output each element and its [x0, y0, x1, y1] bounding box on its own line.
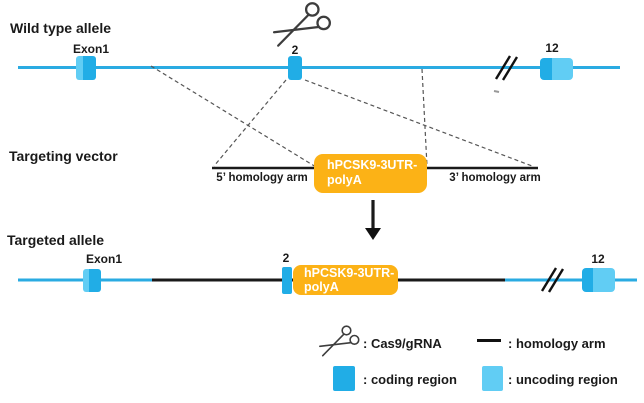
targeted-cassette-text-line2: polyA [304, 280, 339, 294]
targeted-exon1-label: Exon1 [85, 252, 122, 266]
targeted-exon12-uncoding-segment [593, 268, 615, 292]
recombination-arrow-head [365, 228, 381, 240]
targeted-exon2-coding-segment [282, 267, 292, 294]
wt-exon2-box [288, 56, 302, 80]
targeted-exon1-coding-segment [89, 269, 101, 292]
recombination-dash-left-inner [213, 79, 287, 167]
targeted-allele-title: Targeted allele [7, 232, 105, 248]
five-prime-homology-arm-label: 5’ homology arm [216, 172, 308, 184]
wt-exon1-box [76, 56, 96, 80]
stray-mark [493, 90, 500, 93]
wt-exon12-label: 12 [545, 41, 559, 55]
targeted-break-slash-2 [547, 268, 565, 293]
targeted-exon12-coding-segment [582, 268, 593, 292]
wt-exon1-coding-segment [83, 56, 96, 80]
recombination-dash-left-outer [150, 65, 317, 168]
targeted-break-slash-1 [540, 267, 558, 292]
legend-coding-swatch [333, 366, 355, 391]
vector-cassette-text-line1: hPCSK9-3UTR- [327, 158, 418, 172]
legend-coding-label: : coding region [363, 372, 457, 387]
wild-type-break-slash-1 [494, 55, 512, 80]
targeted-exon1-box [83, 269, 101, 292]
targeted-exon12-box [582, 268, 615, 292]
targeted-exon2-label: 2 [282, 251, 290, 265]
targeted-exon2-box [282, 267, 292, 294]
vector-cassette-text-line2: polyA [327, 173, 362, 187]
legend-homology-arm-label: : homology arm [508, 336, 606, 351]
wild-type-title: Wild type allele [10, 20, 112, 36]
legend-cas9-label: : Cas9/gRNA [363, 336, 442, 351]
wt-exon1-uncoding-segment [76, 56, 83, 80]
three-prime-homology-arm-label: 3’ homology arm [449, 172, 541, 184]
wt-exon2-label: 2 [291, 43, 299, 57]
targeted-cassette-box: hPCSK9-3UTR- polyA [293, 265, 398, 295]
wt-exon2-coding-segment [288, 56, 302, 80]
legend-uncoding-label: : uncoding region [508, 372, 618, 387]
wt-exon12-uncoding-segment [552, 58, 573, 80]
wild-type-break-slash-2 [501, 56, 519, 81]
wt-exon1-label: Exon1 [72, 42, 109, 56]
legend-uncoding-swatch [482, 366, 503, 391]
wt-exon12-coding-segment [540, 58, 552, 80]
targeting-vector-title: Targeting vector [9, 148, 118, 164]
targeted-exon12-label: 12 [591, 252, 605, 266]
legend-homology-arm-line [477, 339, 501, 342]
targeted-exon1-uncoding-segment [83, 269, 89, 292]
recombination-dash-right-inner [421, 68, 428, 167]
wt-exon12-box [540, 58, 573, 80]
targeted-cassette-text-line1: hPCSK9-3UTR- [304, 266, 395, 280]
legend-scissors-icon [318, 324, 362, 360]
vector-cassette-box: hPCSK9-3UTR- polyA [314, 154, 427, 193]
